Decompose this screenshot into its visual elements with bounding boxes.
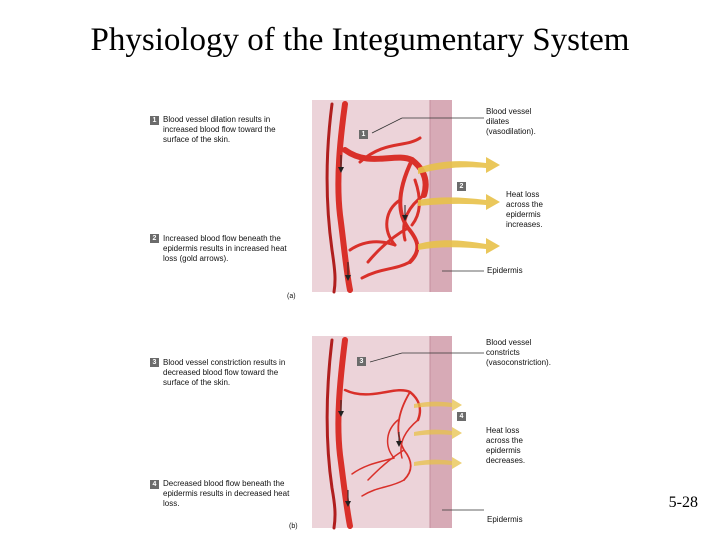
- flow-arrows-b: [338, 400, 402, 507]
- step-2-badge: 2: [150, 234, 159, 243]
- dermis-b: [312, 336, 430, 528]
- heat-arrows-b: [414, 399, 462, 469]
- diagram-badge-1: 1: [359, 130, 368, 139]
- step-4-badge: 4: [150, 480, 159, 489]
- epidermis-a: [430, 100, 452, 292]
- heat-arrows-a: [418, 157, 500, 254]
- diagram-badge-3: 3: [357, 357, 366, 366]
- step-4-caption: Decreased blood flow beneath the epiderm…: [163, 479, 290, 508]
- callout-heat-loss-increases: Heat loss across the epidermis increases…: [506, 190, 543, 229]
- slide-title: Physiology of the Integumentary System: [90, 22, 630, 58]
- diagram-badge-4: 4: [457, 412, 466, 421]
- step-1-caption: Blood vessel dilation results in increas…: [163, 115, 276, 144]
- callout-epidermis-a: Epidermis: [487, 266, 523, 275]
- step-3-caption: Blood vessel constriction results in dec…: [163, 358, 286, 387]
- flow-arrows-a: [338, 155, 408, 281]
- page-number: 5-28: [668, 494, 698, 511]
- panel-b-label: (b): [289, 523, 298, 530]
- callout-heat-loss-decreases: Heat loss across the epidermis decreases…: [486, 426, 526, 465]
- callout-vasodilation: Blood vessel dilates (vasodilation).: [486, 107, 536, 136]
- diagram-badge-2: 2: [457, 182, 466, 191]
- step-3-badge: 3: [150, 358, 159, 367]
- step-1-badge: 1: [150, 116, 159, 125]
- leader-vessel-a: [371, 117, 403, 134]
- panel-a-label: (a): [287, 293, 296, 300]
- callout-epidermis-b: Epidermis: [487, 515, 523, 524]
- dilated-vessels-a: [325, 101, 429, 294]
- callout-vasoconstriction: Blood vessel constricts (vasoconstrictio…: [486, 338, 551, 367]
- leader-vessel-b: [369, 352, 403, 363]
- step-2-caption: Increased blood flow beneath the epiderm…: [163, 234, 287, 263]
